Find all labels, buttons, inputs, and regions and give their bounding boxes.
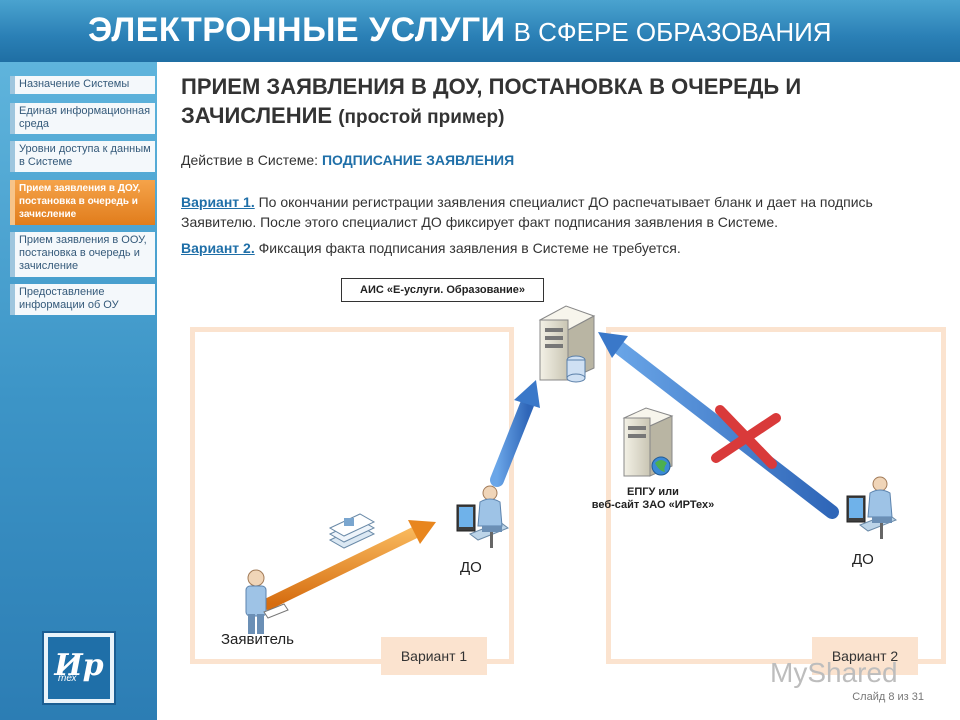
applicant-label: Заявитель [221, 631, 294, 648]
watermark: MyShared [770, 657, 898, 688]
action-value: ПОДПИСАНИЕ ЗАЯВЛЕНИЯ [321, 152, 515, 168]
sidebar-item-label: Прием заявления в ДОУ, постановка в очер… [19, 183, 141, 220]
sidebar-item-oou-application[interactable]: Прием заявления в ООУ, постановка в очер… [10, 232, 155, 277]
heading-line2: ЗАЧИСЛЕНИЕ [181, 103, 333, 128]
documents-icon [328, 513, 376, 549]
heading-line1: ПРИЕМ ЗАЯВЛЕНИЯ В ДОУ, ПОСТАНОВКА В ОЧЕР… [181, 74, 802, 99]
variant1-link[interactable]: Вариант 1. [181, 194, 255, 210]
sidebar-item-purpose[interactable]: Назначение Системы [10, 76, 155, 94]
page-heading: ПРИЕМ ЗАЯВЛЕНИЯ В ДОУ, ПОСТАНОВКА В ОЧЕР… [181, 72, 881, 132]
sidebar-item-dou-application[interactable]: Прием заявления в ДОУ, постановка в очер… [10, 180, 155, 225]
variant1-text: По окончании регистрации заявления специ… [181, 194, 873, 230]
sidebar-item-info-environment[interactable]: Единая информационная среда [10, 103, 155, 134]
arrow-do-to-ais [490, 380, 540, 487]
system-action: Действие в Системе: ПОДПИСАНИЕ ЗАЯВЛЕНИЯ [181, 152, 514, 168]
arrow-applicant-to-do [262, 520, 436, 610]
sidebar-item-access-levels[interactable]: Уровни доступа к данным в Системе [10, 141, 155, 172]
slide-counter: Слайд 8 из 31 [852, 691, 924, 703]
variant1-frame [190, 327, 514, 664]
variant2-badge: Вариант 2 [812, 637, 918, 675]
irtech-logo: Ир тех [42, 631, 116, 705]
cross-icon [711, 405, 781, 469]
do-left-label: ДО [460, 559, 482, 576]
logo-text: Ир [54, 648, 104, 683]
variant1-paragraph: Вариант 1. По окончании регистрации заяв… [181, 192, 936, 232]
ais-server-icon [538, 305, 596, 383]
epgu-line1: ЕПГУ или [627, 486, 679, 498]
ais-label: АИС «Е-услуги. Образование» [341, 278, 544, 302]
heading-note: (простой пример) [338, 107, 505, 128]
variant2-paragraph: Вариант 2. Фиксация факта подписания зая… [181, 238, 936, 258]
variant2-frame [606, 327, 946, 664]
variant1-badge: Вариант 1 [381, 637, 487, 675]
do-left-workstation-icon [456, 485, 510, 548]
sidebar-item-label: Предоставление информации об ОУ [19, 286, 119, 311]
title-rest: В СФЕРЕ ОБРАЗОВАНИЯ [513, 17, 832, 47]
epgu-server-icon [622, 407, 674, 477]
applicant-person-icon [245, 569, 289, 634]
sidebar-item-label: Уровни доступа к данным в Системе [19, 143, 151, 168]
sidebar-item-label: Прием заявления в ООУ, постановка в очер… [19, 234, 147, 272]
sidebar-item-ou-information[interactable]: Предоставление информации об ОУ [10, 284, 155, 315]
logo-sub: тех [58, 673, 77, 684]
title-bold: ЭЛЕКТРОННЫЕ УСЛУГИ [88, 11, 506, 49]
do-right-label: ДО [852, 551, 874, 568]
variant2-text: Фиксация факта подписания заявления в Си… [258, 240, 681, 256]
variant2-link[interactable]: Вариант 2. [181, 240, 255, 256]
epgu-label: ЕПГУ или веб-сайт ЗАО «ИРТех» [578, 486, 728, 512]
do-right-workstation-icon [846, 476, 898, 539]
epgu-line2: веб-сайт ЗАО «ИРТех» [591, 499, 715, 511]
action-prefix: Действие в Системе: [181, 152, 319, 168]
sidebar-item-label: Назначение Системы [19, 78, 130, 90]
sidebar-item-label: Единая информационная среда [19, 105, 151, 130]
arrow-do-right-to-ais [598, 332, 839, 519]
